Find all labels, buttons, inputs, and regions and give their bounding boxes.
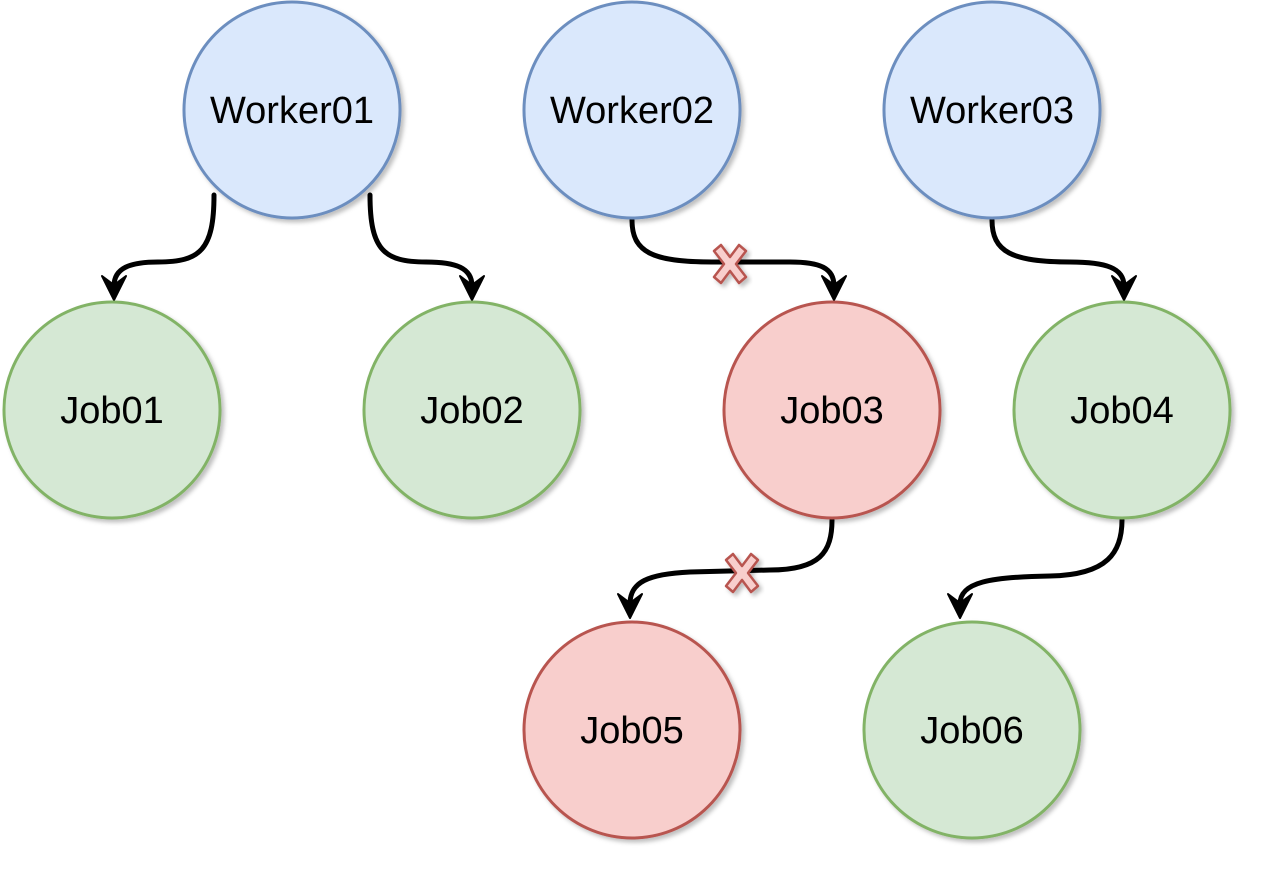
edge-line bbox=[111, 192, 217, 289]
edges-layer bbox=[101, 192, 1137, 619]
arrowhead-icon bbox=[617, 593, 643, 619]
node-label: Job04 bbox=[1070, 390, 1174, 432]
node-job06[interactable]: Job06 bbox=[862, 620, 1082, 840]
node-label: Worker03 bbox=[910, 90, 1074, 132]
arrowhead-icon bbox=[821, 275, 847, 301]
node-job02[interactable]: Job02 bbox=[362, 300, 582, 520]
node-worker02[interactable]: Worker02 bbox=[522, 0, 742, 220]
arrowhead-icon bbox=[947, 593, 973, 619]
node-job05[interactable]: Job05 bbox=[522, 620, 742, 840]
edge-line bbox=[957, 517, 1125, 607]
edge-line bbox=[989, 217, 1127, 289]
node-worker01[interactable]: Worker01 bbox=[182, 0, 402, 220]
node-circle bbox=[522, 620, 742, 840]
blocked-cross-icon bbox=[712, 243, 748, 285]
blocked-cross-icon bbox=[724, 552, 760, 594]
node-circle bbox=[722, 300, 942, 520]
node-label: Job06 bbox=[920, 710, 1024, 752]
node-label: Job02 bbox=[420, 390, 524, 432]
node-circle bbox=[2, 300, 222, 520]
node-job04[interactable]: Job04 bbox=[1012, 300, 1232, 520]
node-job03[interactable]: Job03 bbox=[722, 300, 942, 520]
node-circle bbox=[362, 300, 582, 520]
arrowhead-icon bbox=[101, 275, 127, 301]
node-label: Job01 bbox=[60, 390, 164, 432]
node-circle bbox=[882, 0, 1102, 220]
node-circle bbox=[182, 0, 402, 220]
edge-job03-job05 bbox=[617, 517, 835, 619]
edge-job04-job06 bbox=[947, 517, 1125, 619]
arrowhead-icon bbox=[1111, 275, 1137, 301]
node-circle bbox=[1012, 300, 1232, 520]
edge-line bbox=[629, 217, 837, 289]
node-label: Job03 bbox=[780, 390, 884, 432]
node-worker03[interactable]: Worker03 bbox=[882, 0, 1102, 220]
edge-worker01-job01 bbox=[101, 192, 217, 301]
edge-worker01-job02 bbox=[367, 192, 485, 301]
node-job01[interactable]: Job01 bbox=[2, 300, 222, 520]
edge-line bbox=[367, 192, 475, 289]
node-circle bbox=[862, 620, 1082, 840]
node-label: Worker02 bbox=[550, 90, 714, 132]
edge-worker02-job03 bbox=[629, 217, 847, 301]
arrowhead-icon bbox=[459, 275, 485, 301]
edge-line bbox=[627, 517, 835, 607]
node-label: Job05 bbox=[580, 710, 684, 752]
node-label: Worker01 bbox=[210, 90, 374, 132]
node-circle bbox=[522, 0, 742, 220]
edge-worker03-job04 bbox=[989, 217, 1137, 301]
